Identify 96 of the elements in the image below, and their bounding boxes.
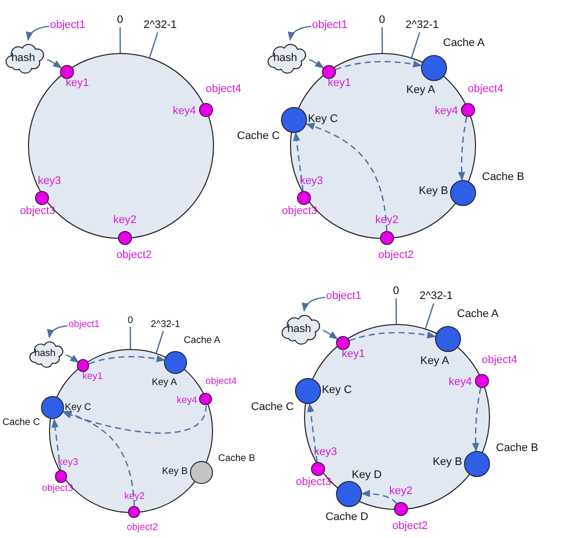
arrow [66,354,80,363]
arrow [48,325,68,338]
arrow [307,403,318,462]
leader-line [424,303,434,329]
leader-line [395,298,397,324]
arrow [472,388,482,452]
object-label: object1 [50,18,86,32]
object-label: object3 [282,205,318,218]
key-label: Key C [322,384,352,397]
leader-line [410,32,420,58]
object-label: object4 [482,354,518,367]
object-label: object1 [326,290,362,302]
ring-position-label: 0 [379,14,386,26]
ring-position-label: 0 [393,284,400,298]
cache-label: Cache A [457,308,499,320]
key-label: key3 [300,175,324,188]
ring-position-label: 2^32-1 [420,290,453,302]
key-label: Key C [308,113,338,126]
key-label: key2 [113,214,137,227]
cache-label: Cache A [443,36,485,50]
object-label: object1 [312,18,348,32]
arrow [335,60,422,70]
object-label: object4 [206,83,242,96]
key-label: Key B [418,185,448,198]
cache-label: Cache C [251,400,294,414]
object-label: object3 [296,476,332,489]
key-label: key4 [176,395,198,406]
key-label: Key B [432,456,462,469]
object-label: object3 [42,483,74,494]
ring-position-label: 0 [117,14,124,26]
cache-label: Cache B [482,170,524,184]
arrow [89,355,166,364]
key-label: Key A [152,376,177,388]
cloud-label: hash [273,52,298,64]
leader-line [148,32,158,58]
cache-label: Cache C [237,130,280,142]
key-label: key1 [342,348,366,361]
leader-line [130,326,132,350]
arrow [322,330,338,340]
object-label: object2 [378,249,414,262]
arrow [308,59,324,68]
arrow [349,332,436,342]
object-label: object2 [392,520,428,533]
key-label: Key C [64,402,92,414]
arrow [62,410,135,506]
ring-position-label: 0 [128,314,133,326]
arrow [62,405,207,434]
object-label: object4 [468,83,504,96]
key-label: key1 [66,77,90,90]
cloud-label: hash [34,348,56,360]
leader-line [156,330,164,354]
object-label: object2 [126,522,158,534]
key-label: key3 [58,456,78,468]
ring-position-label: 2^32-1 [144,18,177,32]
ring-position-label: 2^32-1 [150,319,180,330]
key-label: key4 [434,105,458,118]
arrow [361,490,398,504]
hash-cloud [266,41,308,75]
arrow [306,123,388,232]
leader-line [381,27,383,53]
object-label: object4 [206,376,237,388]
key-label: key1 [82,370,103,382]
key-label: Key A [406,84,436,97]
arrow [52,418,62,471]
object-label: object1 [68,319,100,330]
cloud-label: hash [287,322,312,336]
cloud-label: hash [11,52,36,64]
key-label: key1 [328,77,352,90]
key-label: Key B [162,466,188,477]
cache-label: Cache C [2,416,40,428]
cache-label: Cache A [184,334,220,346]
object-label: object3 [20,205,56,218]
key-label: key2 [124,491,145,502]
ring-position-label: 2^32-1 [406,18,439,32]
key-label: key4 [172,105,196,118]
key-label: key3 [38,175,62,188]
cache-label: Cache B [218,452,256,464]
arrow [288,26,312,41]
hash-cloud [4,41,46,75]
hash-cloud [280,312,322,346]
key-label: Key D [352,469,382,482]
object-label: object2 [116,249,152,262]
key-label: Key A [420,355,450,368]
cache-label: Cache B [496,442,538,454]
leader-line [119,27,121,53]
key-label: key3 [314,446,338,459]
key-label: key2 [389,485,413,498]
hash-cloud [28,338,65,368]
arrow [458,116,468,181]
key-label: key4 [448,376,472,389]
cache-label: Cache D [326,510,368,524]
arrow [302,296,326,312]
arrow [293,132,304,192]
arrow [26,26,50,41]
key-label: key2 [375,214,399,227]
arrow [46,59,62,68]
